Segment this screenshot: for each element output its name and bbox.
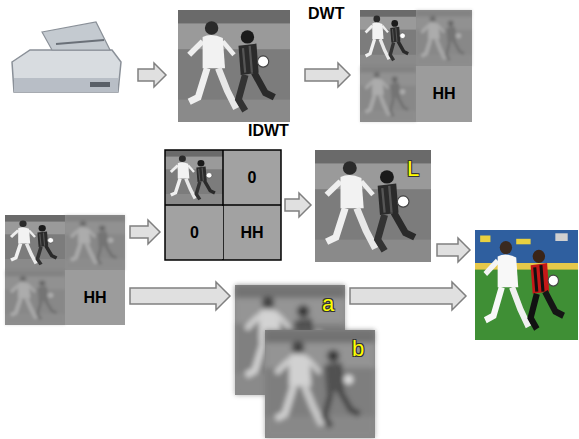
subband-label: HH (416, 66, 472, 122)
dwt-image (360, 10, 472, 122)
color-photo (475, 230, 578, 340)
block-arrow (437, 238, 470, 262)
block-arrow (138, 63, 166, 87)
zero-cell: 0 (166, 206, 223, 259)
zeroed-grid (165, 150, 281, 260)
dwt-image (5, 215, 125, 325)
transform-label: DWT (308, 5, 344, 23)
image-tile: b (265, 330, 375, 438)
image-tile: L (315, 150, 431, 262)
block-arrow (285, 193, 311, 217)
photo (178, 10, 290, 122)
dwt-image: HH (5, 215, 125, 325)
block-arrow (350, 282, 466, 310)
subband-label: HH (65, 270, 125, 325)
block-arrow (130, 220, 160, 244)
blurred-image (265, 330, 375, 438)
photo (315, 150, 431, 262)
block-arrow (305, 63, 350, 87)
image-letter: L (399, 154, 427, 184)
block-arrow (130, 282, 230, 310)
dwt-image: HH (360, 10, 472, 122)
transform-label: IDWT (248, 122, 289, 140)
image-letter: a (315, 289, 341, 319)
zeroed-grid: 00HH (165, 150, 281, 260)
zero-cell: 0 (224, 151, 280, 204)
image-letter: b (345, 334, 371, 364)
image-tile: a (235, 285, 345, 395)
scanner-icon (12, 22, 121, 92)
subband-label: HH (224, 206, 280, 259)
